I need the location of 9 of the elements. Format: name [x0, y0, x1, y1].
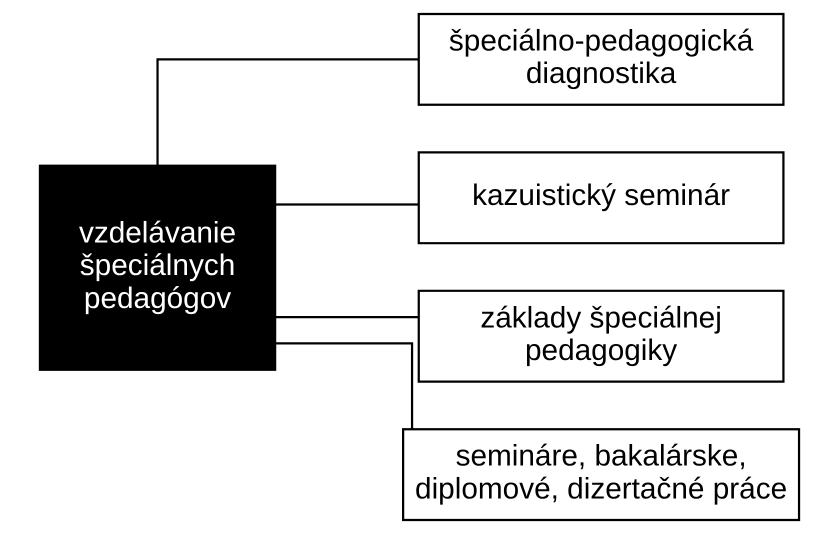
- connector: [275, 316, 418, 318]
- node-box: kazuistický seminár: [418, 151, 785, 244]
- node-box: semináre, bakalárske, diplomové, dizertačné práce: [402, 428, 800, 522]
- node-box: vzdelávanie špeciálnych pedagógov: [38, 164, 276, 371]
- node-box: základy špeciálnej pedagogiky: [418, 290, 785, 383]
- connector: [156, 58, 418, 166]
- connector: [276, 342, 414, 429]
- node-box: špeciálno-pedagogická diagnostika: [418, 12, 785, 106]
- connector: [275, 203, 418, 206]
